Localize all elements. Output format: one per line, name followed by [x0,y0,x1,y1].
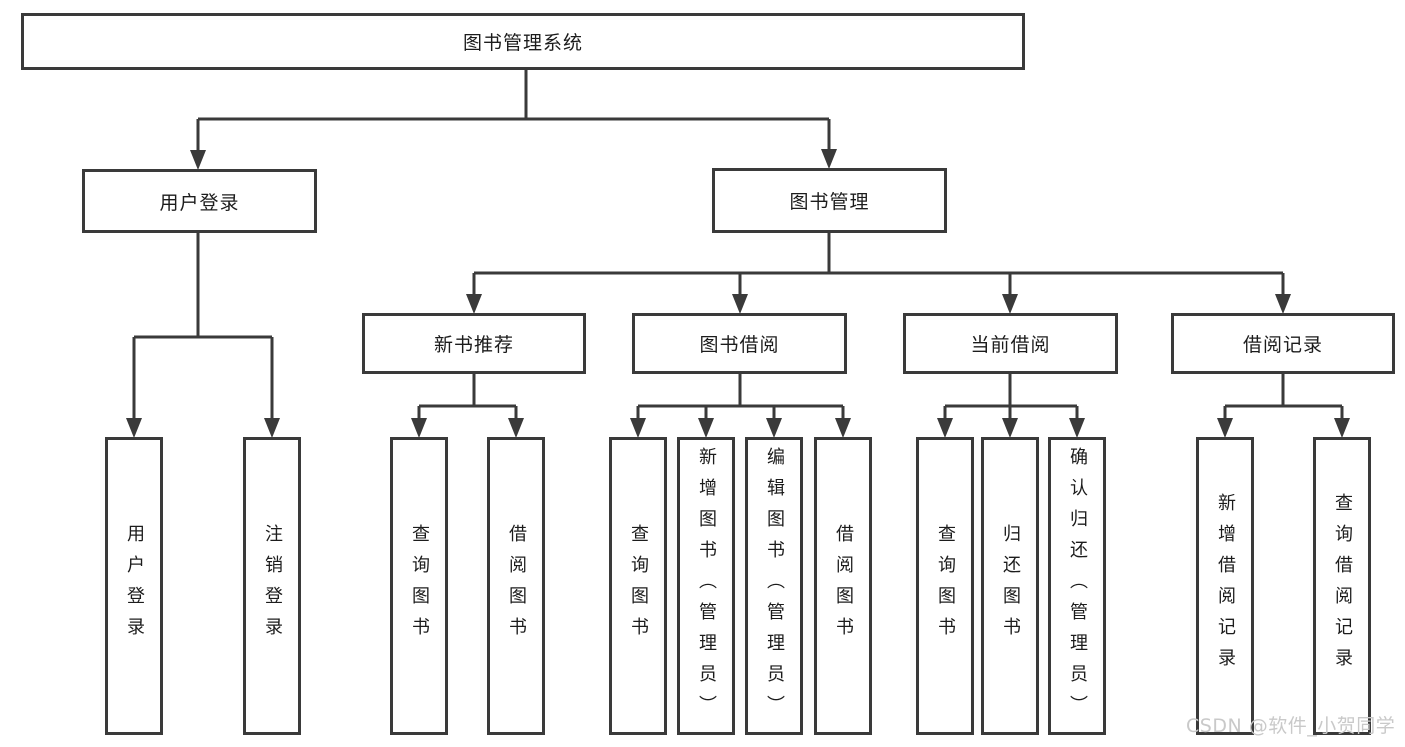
node-borrow-records: 借阅记录 [1171,313,1395,374]
leaf-add-borrow-record: 新增借阅记录 [1196,437,1254,735]
watermark-text: CSDN @软件_小贺同学 [1186,715,1396,737]
connector-user-login [132,233,274,423]
leaf-logout: 注销登录 [243,437,301,735]
node-book-management: 图书管理 [712,168,947,233]
leaf-query-books-recommend: 查询图书 [390,437,448,735]
connector-new-book-recommend [417,374,518,423]
leaf-confirm-return-admin: 确认归还（管理员） [1048,437,1106,735]
node-user-login: 用户登录 [82,169,317,233]
connector-book-borrowing [636,374,845,423]
arrowheads [126,149,1350,438]
leaf-borrow-books-borrowing: 借阅图书 [814,437,872,735]
leaf-return-book: 归还图书 [981,437,1039,735]
node-current-borrowing: 当前借阅 [903,313,1118,374]
connector-borrow-records [1223,374,1344,423]
leaf-query-books-borrowing: 查询图书 [609,437,667,735]
connector-current-borrowing [943,374,1079,423]
leaf-borrow-books-recommend: 借阅图书 [487,437,545,735]
leaf-user-login: 用户登录 [105,437,163,735]
node-new-book-recommend: 新书推荐 [362,313,586,374]
leaf-add-book-admin: 新增图书（管理员） [677,437,735,735]
node-root: 图书管理系统 [21,13,1025,70]
leaf-edit-book-admin: 编辑图书（管理员） [745,437,803,735]
leaf-query-borrow-record: 查询借阅记录 [1313,437,1371,735]
connector-book-management [472,233,1285,299]
leaf-query-books-current: 查询图书 [916,437,974,735]
node-book-borrowing: 图书借阅 [632,313,847,374]
connector-root [196,70,831,155]
